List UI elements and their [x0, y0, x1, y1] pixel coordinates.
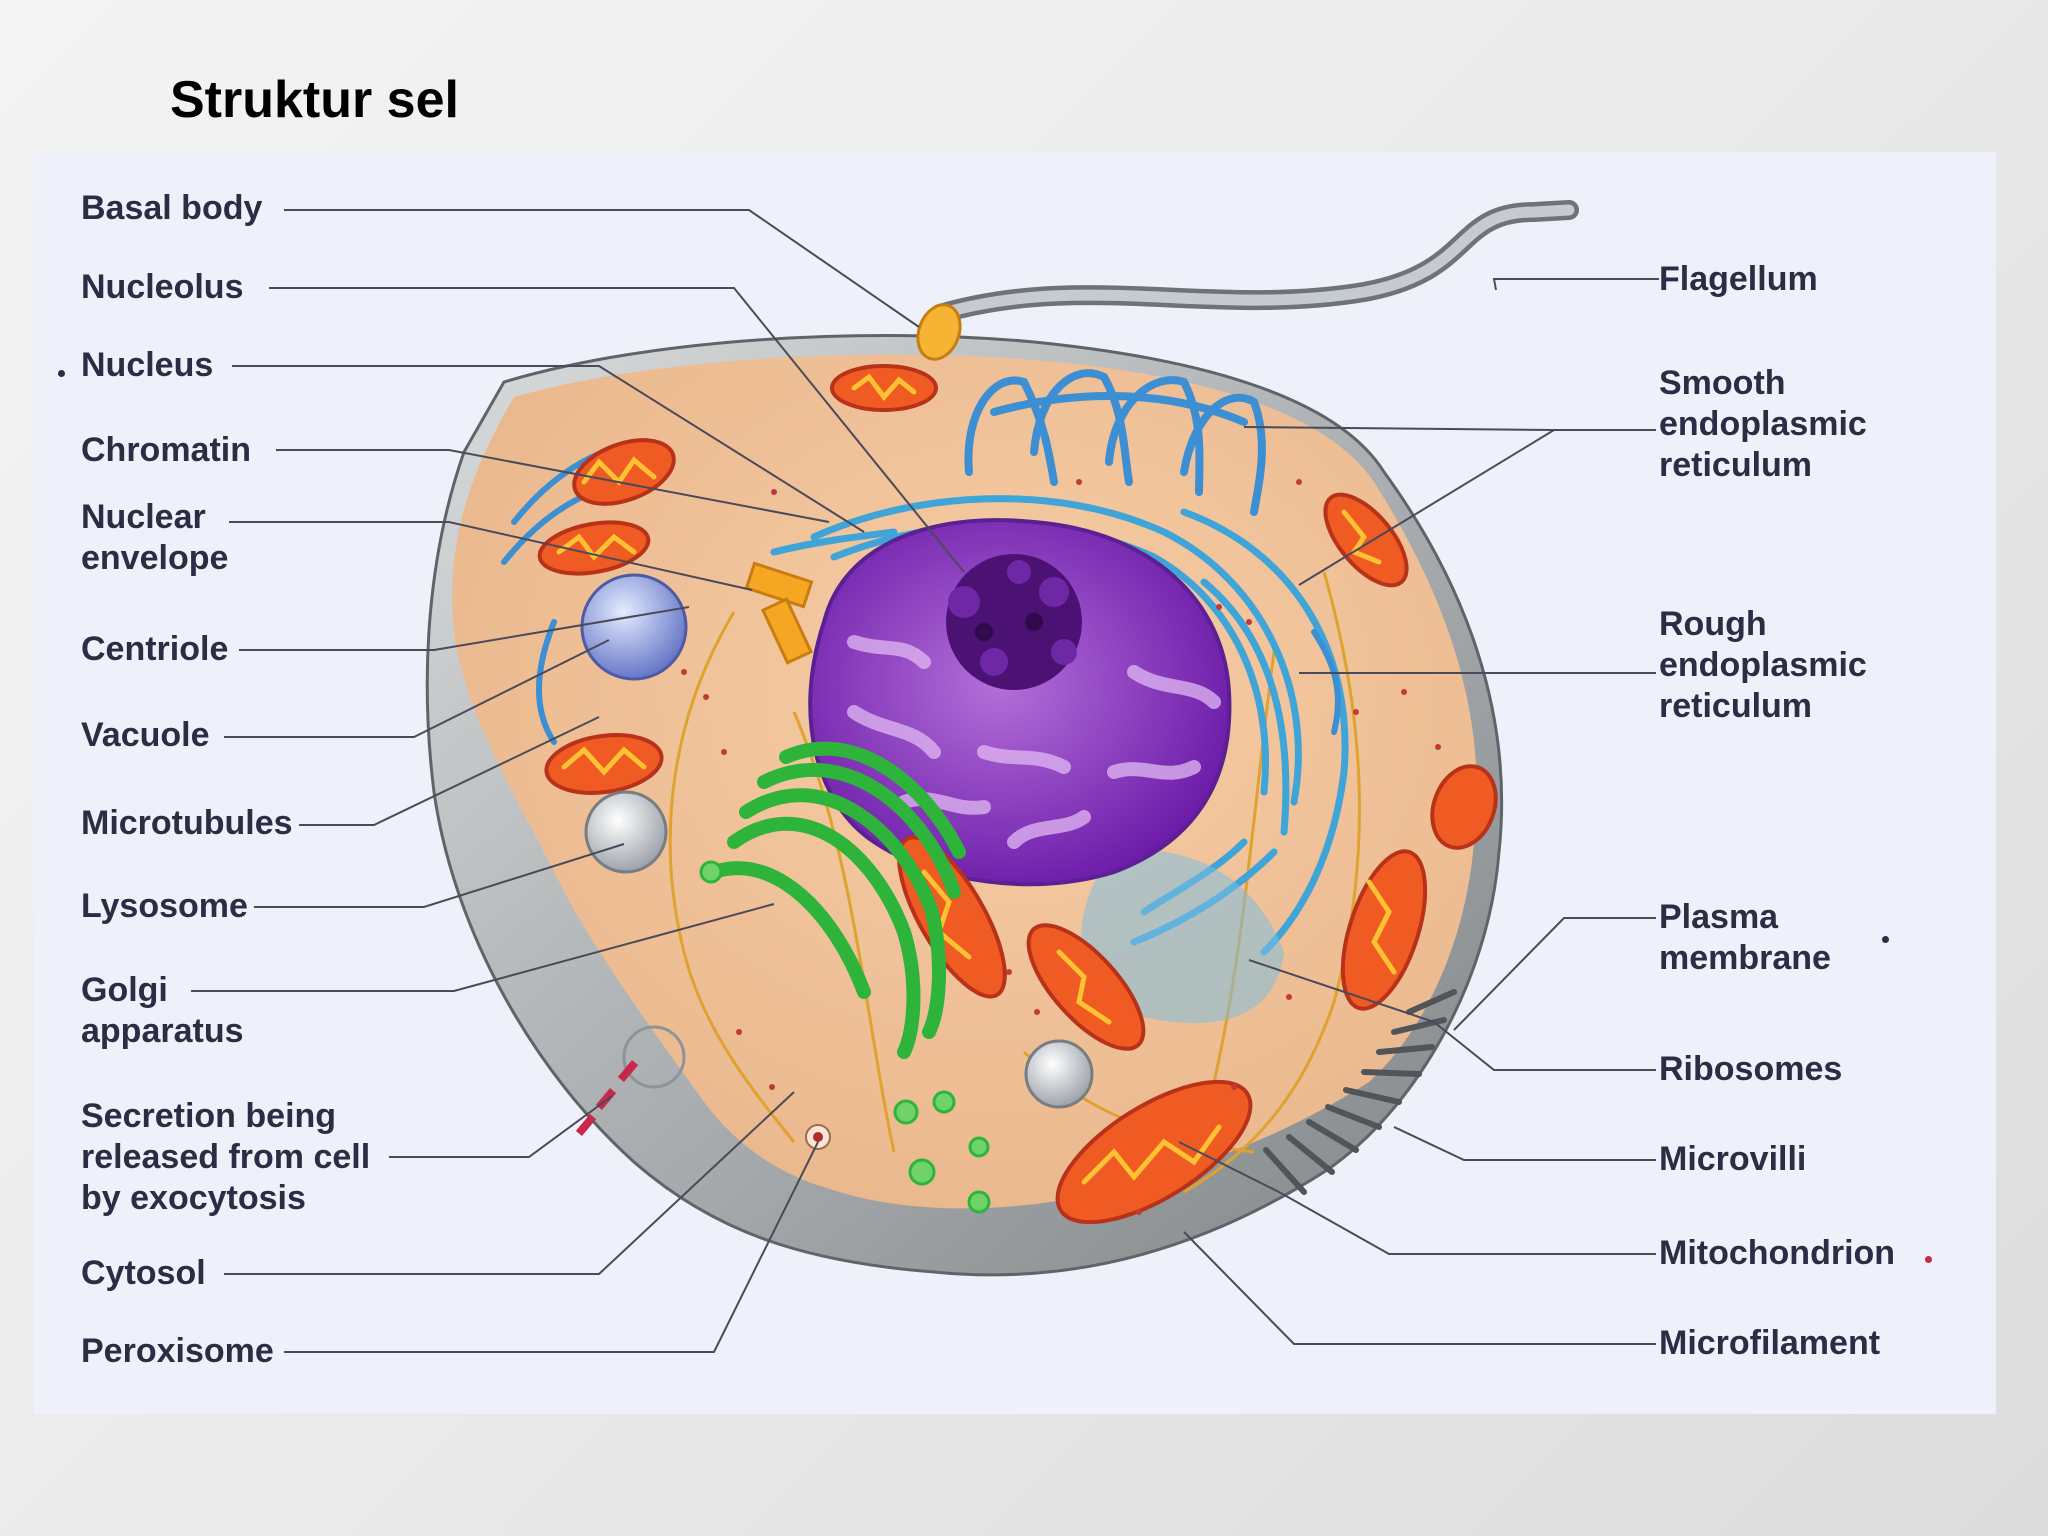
label-nucleus: Nucleus	[81, 346, 214, 384]
bullet-marker	[1882, 936, 1889, 943]
leader-lines	[191, 209, 1659, 1353]
label-microvilli: Microvilli	[1659, 1140, 1807, 1178]
ribosome-dots	[681, 479, 1441, 1215]
label-rough-er: Rough endoplasmic reticulum	[1659, 605, 1867, 725]
label-flagellum: Flagellum	[1659, 260, 1818, 298]
smooth-er-shape	[964, 369, 1266, 516]
flagellum-shape	[930, 200, 1579, 324]
cell-illustration	[191, 200, 1659, 1353]
slide-title: Struktur sel	[170, 71, 459, 129]
label-secretion: Secretion being released from cell by ex…	[81, 1097, 371, 1217]
basal-body-shape	[916, 303, 962, 361]
golgi-vesicles	[699, 860, 991, 1214]
bullet-marker	[1925, 1256, 1932, 1263]
bullet-marker	[58, 370, 65, 377]
microvilli-shape	[1263, 989, 1457, 1195]
vesicle-shape	[1024, 1039, 1094, 1109]
label-lysosome: Lysosome	[81, 887, 248, 925]
mitochondria-cristae	[556, 373, 1397, 1185]
vacuole-shape	[580, 573, 688, 681]
label-microfilament: Microfilament	[1659, 1324, 1881, 1362]
label-ribosomes: Ribosomes	[1659, 1050, 1843, 1088]
lysosome-shape	[584, 790, 668, 874]
label-nucleolus: Nucleolus	[81, 268, 244, 306]
peroxisome-shape	[805, 1124, 831, 1150]
label-nuclear-envelope: Nuclear envelope	[81, 498, 229, 577]
nucleolus-shape	[946, 554, 1082, 690]
label-plasma-membrane: Plasma membrane	[1659, 898, 1831, 977]
label-centriole: Centriole	[81, 630, 229, 668]
label-smooth-er: Smooth endoplasmic reticulum	[1659, 364, 1867, 484]
cell-diagram: Basal body Nucleolus Nucleus Chromatin N…	[34, 152, 1996, 1414]
label-chromatin: Chromatin	[81, 431, 251, 469]
golgi-apparatus-shape	[707, 741, 966, 1059]
label-cytosol: Cytosol	[81, 1254, 206, 1292]
label-microtubules: Microtubules	[81, 804, 293, 842]
rough-er-lumen	[1081, 850, 1284, 1024]
centriole-shape	[744, 561, 814, 665]
label-vacuole: Vacuole	[81, 716, 210, 754]
label-mitochondrion: Mitochondrion	[1659, 1234, 1896, 1272]
exocytosis-vesicle-shape	[622, 1025, 686, 1089]
label-peroxisome: Peroxisome	[81, 1332, 274, 1370]
label-golgi-apparatus: Golgi apparatus	[81, 971, 244, 1050]
label-basal-body: Basal body	[81, 189, 263, 227]
